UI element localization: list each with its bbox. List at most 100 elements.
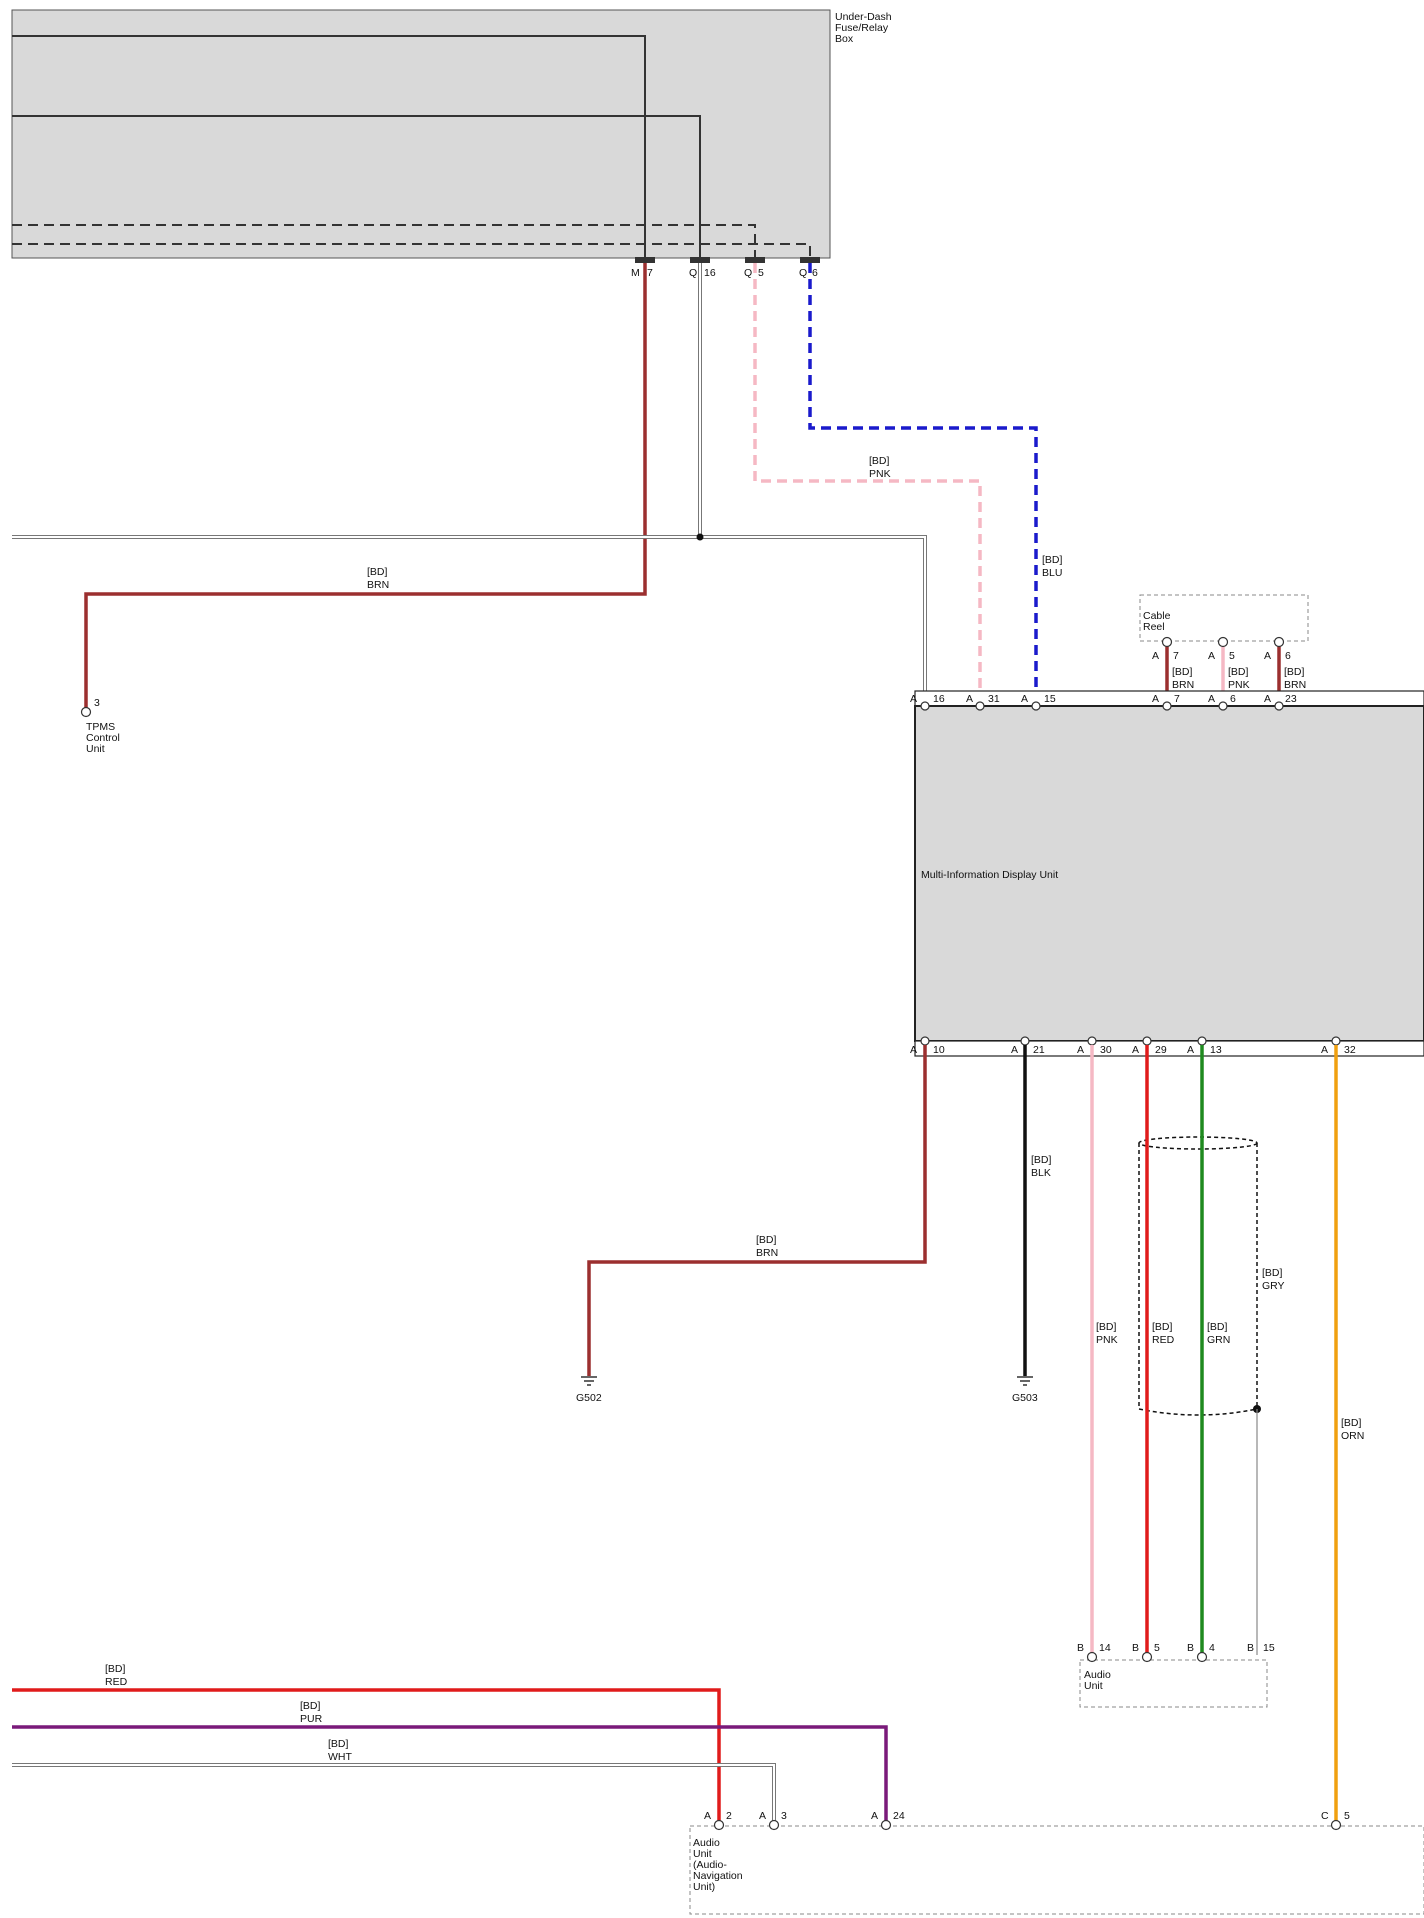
pin-nav-c5-conn: C	[1321, 1810, 1329, 1822]
pin-mid-a31-num: 31	[988, 693, 1000, 705]
wire-pur-nav	[12, 1725, 888, 1822]
pin-mid-a30-num: 30	[1100, 1044, 1112, 1056]
wire-red-29-label1: [BD]	[1152, 1321, 1173, 1333]
pin-fuse-q6-conn: Q	[799, 267, 807, 279]
cable-reel-label1: Cable	[1143, 610, 1171, 622]
audio-unit-b: B 14 B 5 B 4 B 15 Audio Unit	[1077, 1642, 1275, 1708]
audio-nav-label2: Unit	[693, 1848, 712, 1860]
pin-au-b4-num: 4	[1209, 1642, 1215, 1654]
pin-mid-a21-num: 21	[1033, 1044, 1045, 1056]
pin-mid-a23-num: 23	[1285, 693, 1297, 705]
wire-wht-nav-label2: WHT	[328, 1751, 352, 1763]
wire-blk-g503-label2: BLK	[1031, 1167, 1051, 1179]
pin-mid-a16-num: 16	[933, 693, 945, 705]
pin-au-b14-conn: B	[1077, 1642, 1084, 1654]
pin-mid-a10-conn: A	[910, 1044, 917, 1056]
pin-mid-a15-num: 15	[1044, 693, 1056, 705]
audio-nav-label5: Unit)	[693, 1881, 715, 1893]
wire-orn-32-label2: ORN	[1341, 1430, 1364, 1442]
shielded-cable: [BD] GRY	[1138, 1136, 1285, 1655]
pin-mid-a10-num: 10	[933, 1044, 945, 1056]
pin-nav-a2-conn: A	[704, 1810, 711, 1822]
pin-mid-a29-num: 29	[1155, 1044, 1167, 1056]
wire-pur-nav-label1: [BD]	[300, 1700, 321, 1712]
wire-brn-g502-label1: [BD]	[756, 1234, 777, 1246]
wire-blk-g503-label1: [BD]	[1031, 1154, 1052, 1166]
fuse-box-label-line3: Box	[835, 33, 854, 45]
wire-pnk-q5-label2: PNK	[869, 468, 891, 480]
fuse-relay-box: Under-Dash Fuse/Relay Box M 7 Q 16 Q 5 Q…	[11, 9, 892, 279]
tpms-label-line1: TPMS	[86, 721, 115, 733]
pin-mid-a7-num: 7	[1174, 693, 1180, 705]
fuse-box-label-line1: Under-Dash	[835, 11, 892, 23]
fuse-box-label-line2: Fuse/Relay	[835, 22, 889, 34]
audio-unit-b-label1: Audio	[1084, 1669, 1111, 1681]
pin-mid-a21-conn: A	[1011, 1044, 1018, 1056]
wire-pnk-cr5-label2: PNK	[1228, 679, 1250, 691]
pin-fuse-q5-num: 5	[758, 267, 764, 279]
pin-fuse-q16-conn: Q	[689, 267, 697, 279]
ground-g503-icon	[1017, 1376, 1033, 1386]
pin-cr6-num: 6	[1285, 650, 1291, 662]
audio-unit-b-label2: Unit	[1084, 1680, 1103, 1692]
pin-mid-a16-conn: A	[910, 693, 917, 705]
pin-mid-a15-conn: A	[1021, 693, 1028, 705]
wire-wht-nav-label1: [BD]	[328, 1738, 349, 1750]
pin-cr7-conn: A	[1152, 650, 1159, 662]
wire-pur-nav-label2: PUR	[300, 1713, 323, 1725]
wire-red-nav-label1: [BD]	[105, 1663, 126, 1675]
pin-fuse-q6-num: 6	[812, 267, 818, 279]
pin-fuse-q16-num: 16	[704, 267, 716, 279]
wire-gry-label1: [BD]	[1262, 1267, 1283, 1279]
wire-wht-q16	[12, 263, 927, 704]
wire-blu-q6-label2: BLU	[1042, 567, 1062, 579]
wire-orn-32-label1: [BD]	[1341, 1417, 1362, 1429]
pin-au-b5-conn: B	[1132, 1642, 1139, 1654]
pin-au-b5-num: 5	[1154, 1642, 1160, 1654]
wire-brn-tpms-label2: BRN	[367, 579, 389, 591]
pin-nav-a3-num: 3	[781, 1810, 787, 1822]
pin-mid-a7-conn: A	[1152, 693, 1159, 705]
pin-mid-a30-conn: A	[1077, 1044, 1084, 1056]
wire-red-29-label2: RED	[1152, 1334, 1175, 1346]
wire-pnk-q5	[753, 263, 982, 704]
wire-brn-tpms-label1: [BD]	[367, 566, 388, 578]
pin-cr5-num: 5	[1229, 650, 1235, 662]
cable-reel-label2: Reel	[1143, 621, 1165, 633]
audio-nav-label3: (Audio-	[693, 1859, 727, 1871]
pin-nav-a2-num: 2	[726, 1810, 732, 1822]
wire-red-nav-label2: RED	[105, 1676, 128, 1688]
pin-nav-a24-num: 24	[893, 1810, 905, 1822]
pin-tpms-3: 3	[94, 697, 100, 709]
wire-brn-g502-label2: BRN	[756, 1247, 778, 1259]
pin-mid-a32-num: 32	[1344, 1044, 1356, 1056]
pin-cr7-num: 7	[1173, 650, 1179, 662]
pin-nav-a3-conn: A	[759, 1810, 766, 1822]
tpms-label-line3: Unit	[86, 743, 105, 755]
wire-brn-cr7-label2: BRN	[1172, 679, 1194, 691]
pin-cr6-conn: A	[1264, 650, 1271, 662]
audio-navigation-unit: A 2 A 3 A 24 C 5 Audio Unit (Audio- Navi…	[689, 1810, 1424, 1915]
wire-brn-cr6-label2: BRN	[1284, 679, 1306, 691]
ground-g502-label: G502	[576, 1392, 602, 1404]
wire-pnk-30-label2: PNK	[1096, 1334, 1118, 1346]
pin-mid-a6-num: 6	[1230, 693, 1236, 705]
wire-pnk-cr5-label1: [BD]	[1228, 666, 1249, 678]
pin-fuse-q5-conn: Q	[744, 267, 752, 279]
multi-information-display-unit: Multi-Information Display Unit A 16 A 31…	[910, 690, 1424, 1057]
wire-blu-q6-label1: [BD]	[1042, 554, 1063, 566]
ground-g503-label: G503	[1012, 1392, 1038, 1404]
wire-wht-nav	[12, 1763, 776, 1822]
wire-pnk-30-label1: [BD]	[1096, 1321, 1117, 1333]
pin-mid-a23-conn: A	[1264, 693, 1271, 705]
mid-label: Multi-Information Display Unit	[921, 869, 1058, 881]
cable-reel: Cable Reel A 7 A 5 A 6 [BD] BRN [BD] PNK…	[1139, 594, 1309, 704]
pin-au-b4-conn: B	[1187, 1642, 1194, 1654]
wire-pnk-q5-label1: [BD]	[869, 455, 890, 467]
audio-nav-label4: Navigation	[693, 1870, 743, 1882]
pin-mid-a32-conn: A	[1321, 1044, 1328, 1056]
pin-fuse-m7-conn: M	[631, 267, 640, 279]
pin-nav-a24-conn: A	[871, 1810, 878, 1822]
wire-blu-q6	[808, 263, 1038, 704]
wire-grn-13-label2: GRN	[1207, 1334, 1230, 1346]
